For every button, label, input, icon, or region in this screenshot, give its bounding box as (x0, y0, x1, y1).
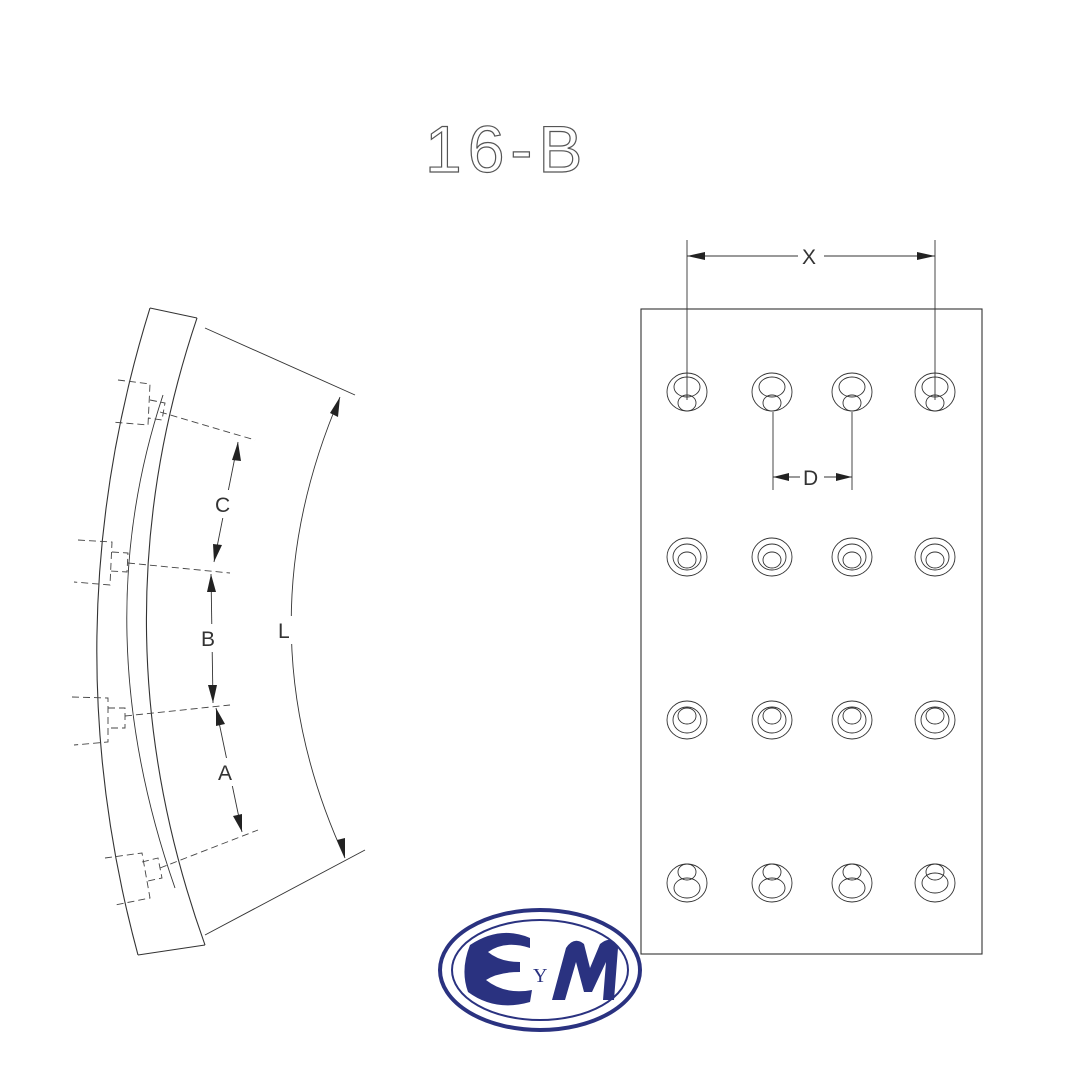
rivet (831, 537, 873, 577)
dim-label-x: X (802, 246, 816, 269)
rivet (831, 372, 873, 412)
lining-top-end (149, 307, 198, 319)
rivet (666, 372, 708, 412)
dimension-c: C (212, 441, 241, 563)
rivet (666, 537, 708, 577)
rivet-row-2 (666, 537, 956, 577)
side-view: C B A L (71, 307, 366, 956)
rivet (831, 700, 873, 740)
drawing-title: 16-B (425, 112, 588, 186)
rivet (831, 863, 873, 903)
lining-bottom-end (137, 944, 206, 956)
dimension-b: B (198, 573, 222, 704)
face-view: X D (640, 240, 983, 955)
dimension-a: A (214, 707, 243, 833)
dim-label-c: C (215, 494, 230, 517)
rivet-row-3 (666, 700, 956, 740)
rivet (914, 372, 956, 412)
dim-label-b: B (201, 628, 215, 651)
rivet (751, 700, 793, 740)
dim-label-a: A (218, 762, 232, 785)
rivet (666, 863, 708, 903)
rivet (751, 537, 793, 577)
dimension-d: D (772, 412, 853, 490)
side-rivet-holes (71, 379, 259, 906)
rivet (914, 537, 956, 577)
lining-face-outline (640, 308, 983, 955)
rivet (914, 863, 956, 903)
rivet-row-1 (666, 372, 956, 412)
dim-label-d: D (803, 467, 818, 490)
logo-e-shape (464, 932, 532, 1006)
lining-outer-arc (96, 307, 151, 956)
rivet (751, 863, 793, 903)
dim-label-l: L (278, 620, 290, 643)
brand-logo: Y (438, 908, 642, 1032)
shoe-arc (126, 394, 176, 889)
logo-m-shape (552, 939, 618, 1000)
rivet-row-4 (666, 863, 956, 903)
rivet (914, 700, 956, 740)
dimension-x: X (686, 240, 936, 400)
rivet (666, 700, 708, 740)
lining-inner-arc (145, 317, 206, 946)
rivet (751, 372, 793, 412)
dimension-l: L (204, 327, 366, 936)
logo-letter: Y (533, 965, 547, 987)
